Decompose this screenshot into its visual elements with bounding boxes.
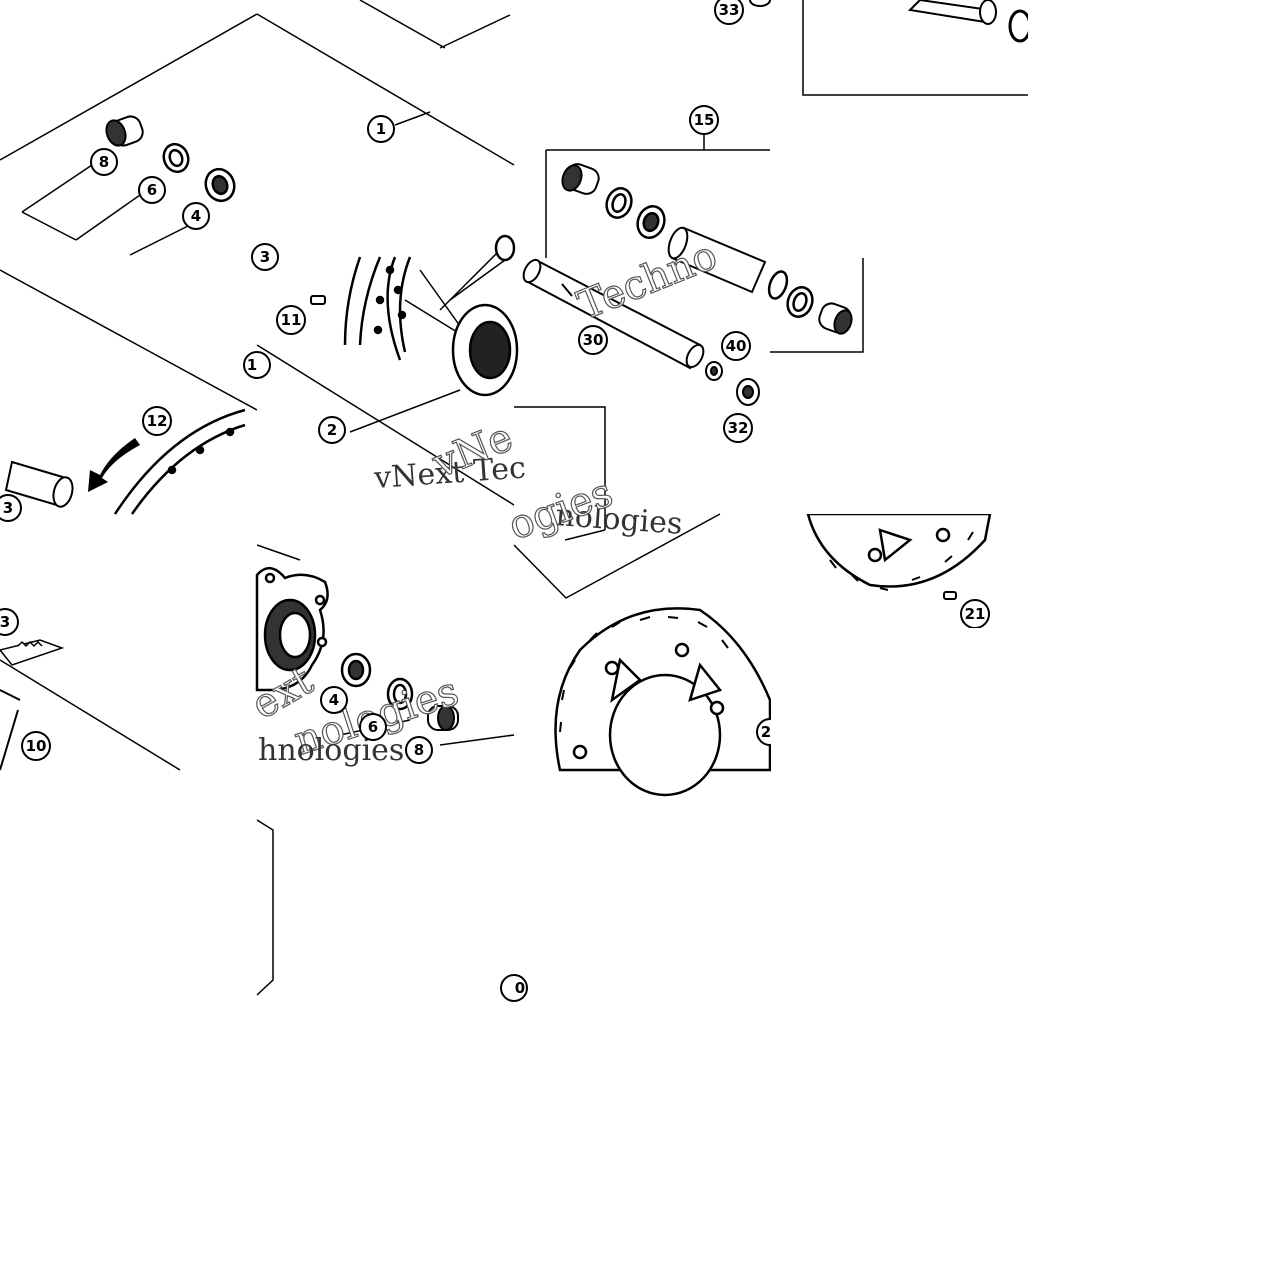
callout-3-left: 3 <box>0 494 22 522</box>
svg-text:1: 1 <box>376 120 386 138</box>
svg-text:21: 21 <box>965 605 986 623</box>
axle-30 <box>522 258 705 370</box>
svg-text:30: 30 <box>583 331 604 349</box>
callout-1-edge: 1 <box>243 351 271 379</box>
callout-30: 30 <box>578 325 608 355</box>
spoke-10 <box>0 689 21 771</box>
callout-40: 40 <box>721 331 751 361</box>
svg-text:6: 6 <box>368 718 378 736</box>
callout-33: 33 <box>714 0 744 25</box>
callout-4-top: 4 <box>182 202 210 230</box>
callout-10: 10 <box>21 731 51 761</box>
seal-6-top <box>162 142 190 174</box>
frame-lines <box>0 0 1028 996</box>
svg-text:11: 11 <box>281 311 302 329</box>
bearing-4-top <box>204 167 236 203</box>
svg-text:4: 4 <box>191 207 201 225</box>
callout-2: 2 <box>318 416 346 444</box>
hub-center <box>451 234 519 397</box>
svg-text:8: 8 <box>414 741 424 759</box>
callout-3-top: 3 <box>251 243 279 271</box>
callout-1-top: 1 <box>367 115 395 143</box>
svg-text:33: 33 <box>719 1 740 19</box>
hub-flange <box>255 567 329 692</box>
seal-15 <box>605 187 633 219</box>
callout-15: 15 <box>689 105 719 135</box>
svg-text:Techno: Techno <box>572 232 724 329</box>
valve-11 <box>310 295 326 305</box>
sleeve-15 <box>667 226 767 294</box>
callout-6-top: 6 <box>138 176 166 204</box>
svg-text:10: 10 <box>26 737 47 755</box>
callouts: 1 1 2 3 3 3 4 4 6 6 8 8 10 0 11 12 15 21… <box>0 0 990 1002</box>
brake-disc-main <box>554 607 772 797</box>
pin-top-right <box>907 0 1032 43</box>
bearing-15 <box>636 205 666 239</box>
svg-text:0: 0 <box>515 979 525 997</box>
seal-6-bottom <box>386 677 414 711</box>
spacer-3 <box>4 460 74 508</box>
washer-40 <box>705 361 723 381</box>
svg-text:15: 15 <box>694 111 715 129</box>
svg-text:hnologies: hnologies <box>258 733 404 768</box>
brake-disc-right <box>806 512 992 591</box>
bearing-4-bottom <box>340 652 372 688</box>
rim-tape <box>0 639 65 666</box>
wheel-rim-left <box>113 408 246 515</box>
callout-8-bottom: 8 <box>405 736 433 764</box>
svg-text:3: 3 <box>260 248 270 266</box>
spacer-15-left <box>561 163 600 195</box>
svg-text:8: 8 <box>99 153 109 171</box>
svg-text:3: 3 <box>0 613 10 631</box>
svg-text:1: 1 <box>247 356 257 374</box>
callout-32: 32 <box>723 413 753 443</box>
callout-8-top: 8 <box>90 148 118 176</box>
nut-32 <box>736 378 760 406</box>
bearing-33 <box>749 0 771 7</box>
bolt-21 <box>943 591 957 600</box>
partial-bearing-tile <box>767 270 789 300</box>
svg-text:40: 40 <box>726 337 747 355</box>
callout-12: 12 <box>142 406 172 436</box>
svg-text:3: 3 <box>3 499 13 517</box>
callout-4-bottom: 4 <box>320 686 348 714</box>
svg-text:2: 2 <box>761 723 771 741</box>
callout-21: 21 <box>960 599 990 629</box>
seal-15-right <box>786 286 814 318</box>
svg-text:4: 4 <box>329 691 339 709</box>
arrow-12 <box>88 438 140 492</box>
spacer-8-top <box>105 115 144 147</box>
svg-text:6: 6 <box>147 181 157 199</box>
spacer-15-right <box>818 302 853 335</box>
svg-text:2: 2 <box>327 421 337 439</box>
callout-10-edge: 0 <box>500 974 528 1002</box>
callout-6-bottom: 6 <box>359 713 387 741</box>
callout-3-tape: 3 <box>0 608 19 636</box>
svg-text:12: 12 <box>147 412 168 430</box>
spacer-8-bottom <box>427 705 459 731</box>
callout-11: 11 <box>276 305 306 335</box>
svg-text:32: 32 <box>728 419 749 437</box>
